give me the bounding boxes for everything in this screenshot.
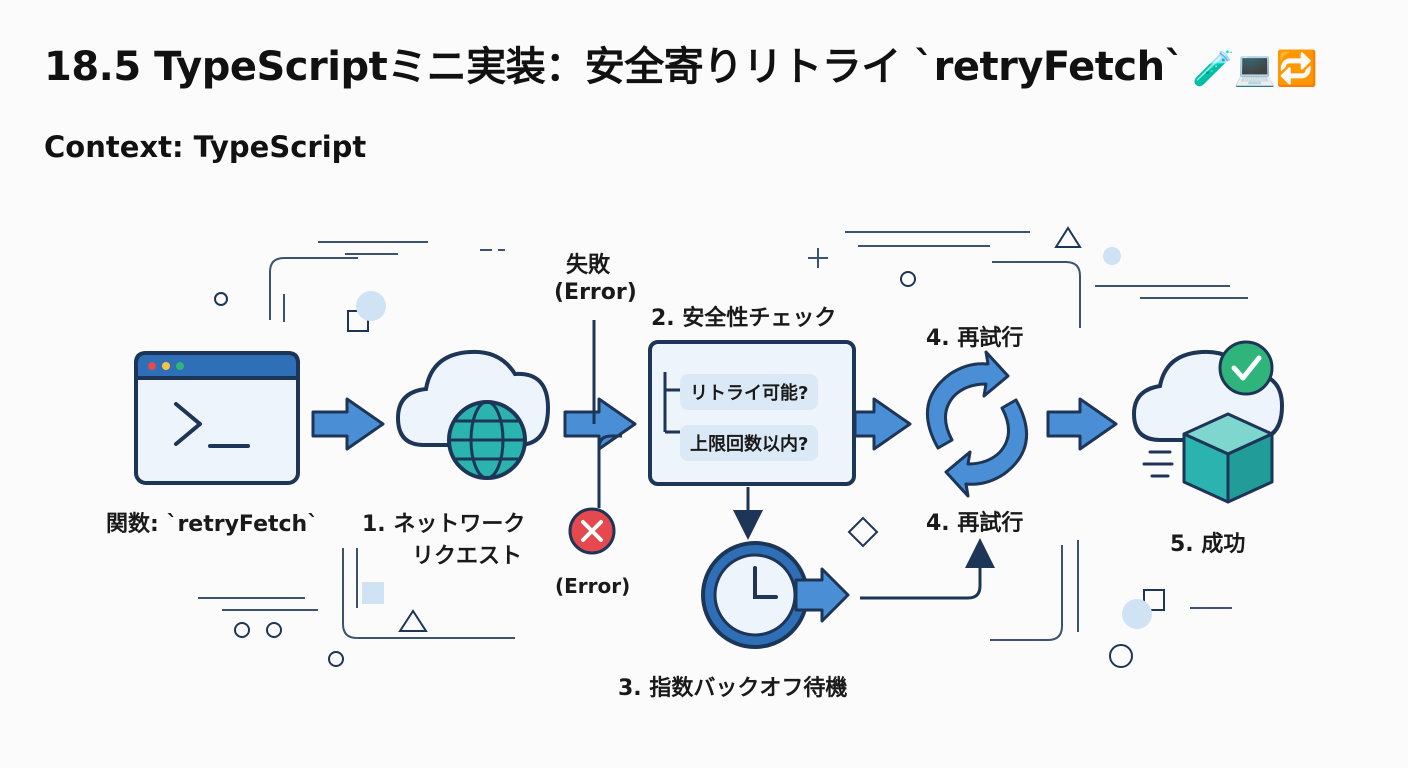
- network-label-line1: 1. ネットワーク: [362, 512, 526, 537]
- fail-error-label: (Error): [554, 280, 637, 305]
- title-emoji-icons: 🧪💻🔁: [1192, 49, 1318, 89]
- page-title: 18.5 TypeScriptミニ実装：安全寄りリトライ `retryFetch…: [44, 34, 1318, 92]
- check-within-limit: 上限回数以内?: [680, 425, 819, 461]
- flow-arrow-3: [853, 397, 912, 451]
- flow-arrow-4: [1046, 397, 1118, 451]
- network-label-line2: リクエスト: [412, 544, 523, 569]
- success-label: 5. 成功: [1170, 532, 1246, 557]
- retry-label-bottom: 4. 再試行: [926, 511, 1024, 536]
- backoff-label: 3. 指数バックオフ待機: [618, 676, 848, 701]
- backoff-to-retry-line: [860, 538, 995, 600]
- decorative-lines: [198, 231, 1248, 641]
- safety-check-panel: [648, 340, 856, 486]
- error-icon: [568, 507, 616, 555]
- function-label: 関数: `retryFetch`: [106, 512, 319, 537]
- fail-label: 失敗: [566, 253, 611, 278]
- success-check-icon: [1218, 340, 1274, 396]
- title-text: 18.5 TypeScriptミニ実装：安全寄りリトライ `retryFetch…: [44, 44, 1185, 90]
- decorative-fills: [356, 247, 1152, 629]
- safety-check-label: 2. 安全性チェック: [651, 306, 837, 331]
- terminal-window-icon: [134, 351, 300, 485]
- cloud-globe-icon: [395, 349, 551, 480]
- retry-label-top: 4. 再試行: [926, 326, 1024, 351]
- retry-cycle-icon: [925, 350, 1029, 498]
- failure-lines: [592, 320, 622, 508]
- clock-icon: [701, 541, 850, 649]
- error-label: (Error): [555, 574, 631, 598]
- flow-arrow-1: [311, 397, 385, 451]
- check-retryable: リトライ可能?: [680, 374, 819, 410]
- context-subtitle: Context: TypeScript: [44, 130, 367, 164]
